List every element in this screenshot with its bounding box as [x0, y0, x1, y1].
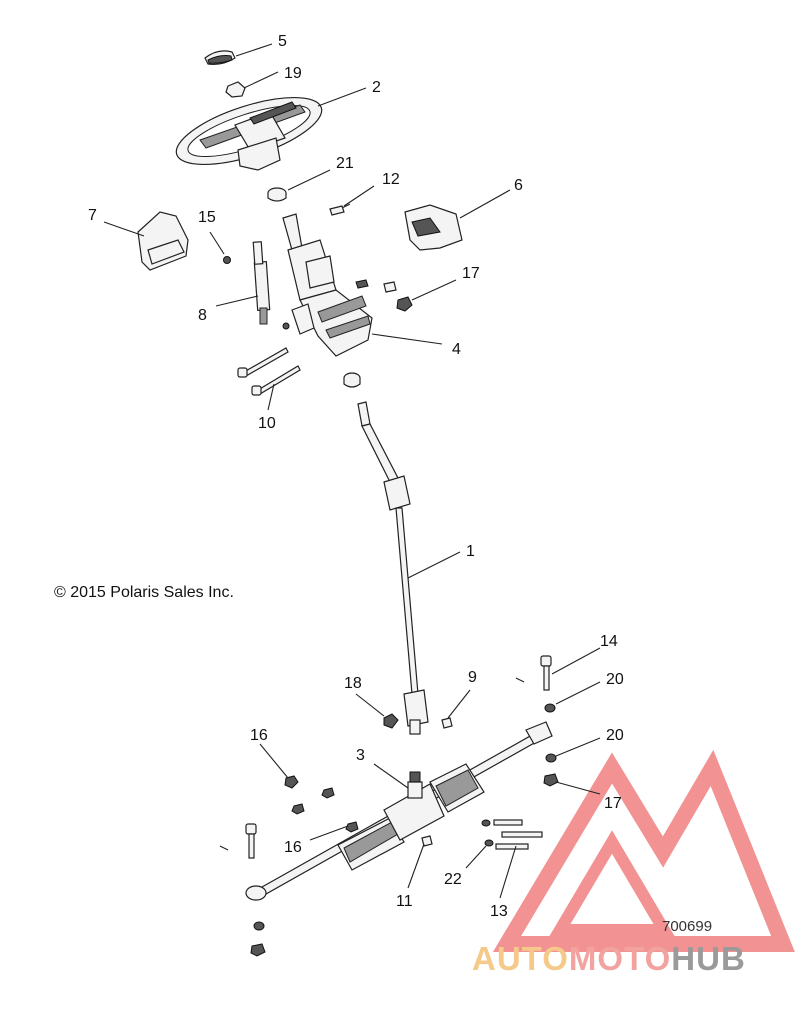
callout-9: 9	[468, 669, 477, 686]
screw-12-part	[329, 203, 351, 216]
callout-19: 19	[284, 65, 302, 82]
gas-strut-part	[252, 241, 271, 325]
copyright-text: © 2015 Polaris Sales Inc.	[54, 584, 234, 601]
diagram-code: 700699	[662, 918, 713, 935]
small-bolt-part	[355, 279, 369, 289]
callout-8: 8	[198, 307, 207, 324]
bolt-11-part	[421, 835, 433, 847]
callout-15: 15	[198, 209, 216, 226]
steering-wheel-nut-part	[225, 81, 246, 98]
callout-6: 6	[514, 177, 523, 194]
callout-20-lower: 20	[606, 727, 624, 744]
watermark-part-1: AUTO	[472, 940, 569, 977]
callout-5: 5	[278, 33, 287, 50]
right-steering-cover-part	[404, 204, 463, 251]
callout-1: 1	[466, 543, 475, 560]
washer-15-part	[223, 256, 231, 264]
callout-labels: 5 19 2 21 12 6 7 15 17 8 4 10 1 14 20 20…	[88, 33, 624, 920]
steering-wheel-part	[175, 96, 323, 171]
callout-11: 11	[396, 893, 413, 910]
callout-3: 3	[356, 747, 365, 764]
steering-column-bracket-part	[282, 213, 373, 357]
callout-20-upper: 20	[606, 671, 624, 688]
callout-13: 13	[490, 903, 508, 920]
callout-21: 21	[336, 155, 354, 172]
watermark-part-2: MOTO	[568, 940, 672, 977]
callout-14: 14	[600, 633, 618, 650]
callout-16-upper: 16	[250, 727, 268, 744]
callout-10: 10	[258, 415, 276, 432]
bolt-14-part	[515, 655, 552, 691]
leader-lines	[103, 43, 601, 899]
callout-22: 22	[444, 871, 462, 888]
tie-rod-bolt-part	[219, 823, 266, 957]
callout-4: 4	[452, 341, 461, 358]
callout-17-lower: 17	[604, 795, 622, 812]
watermark-triangle-logo	[492, 749, 795, 952]
washer-20-lower-part	[545, 753, 557, 763]
long-bolts-10-part	[237, 347, 301, 396]
mount-bolts-13-part	[481, 819, 543, 850]
callout-2: 2	[372, 79, 381, 96]
watermark-brand: AUTOMOTOHUB	[472, 940, 746, 978]
callout-18: 18	[344, 675, 362, 692]
nut-17-upper-part	[383, 281, 413, 312]
callout-16-lower: 16	[284, 839, 302, 856]
nut-18-part	[383, 713, 399, 729]
upper-bushing-part	[267, 187, 287, 202]
callout-7: 7	[88, 207, 97, 224]
nuts-16-part	[284, 775, 359, 833]
horn-cap-part	[204, 50, 236, 65]
left-steering-cover-part	[137, 211, 189, 271]
watermark-part-3: HUB	[671, 940, 746, 977]
steering-shaft-part	[357, 401, 429, 735]
callout-17-upper: 17	[462, 265, 480, 282]
lower-bushing-part	[343, 372, 361, 388]
callout-12: 12	[382, 171, 400, 188]
washer-20-upper-part	[544, 703, 556, 713]
pinch-bolt-9-part	[441, 717, 453, 729]
steering-rack-part	[245, 721, 553, 901]
nut-17-lower-part	[543, 773, 559, 787]
